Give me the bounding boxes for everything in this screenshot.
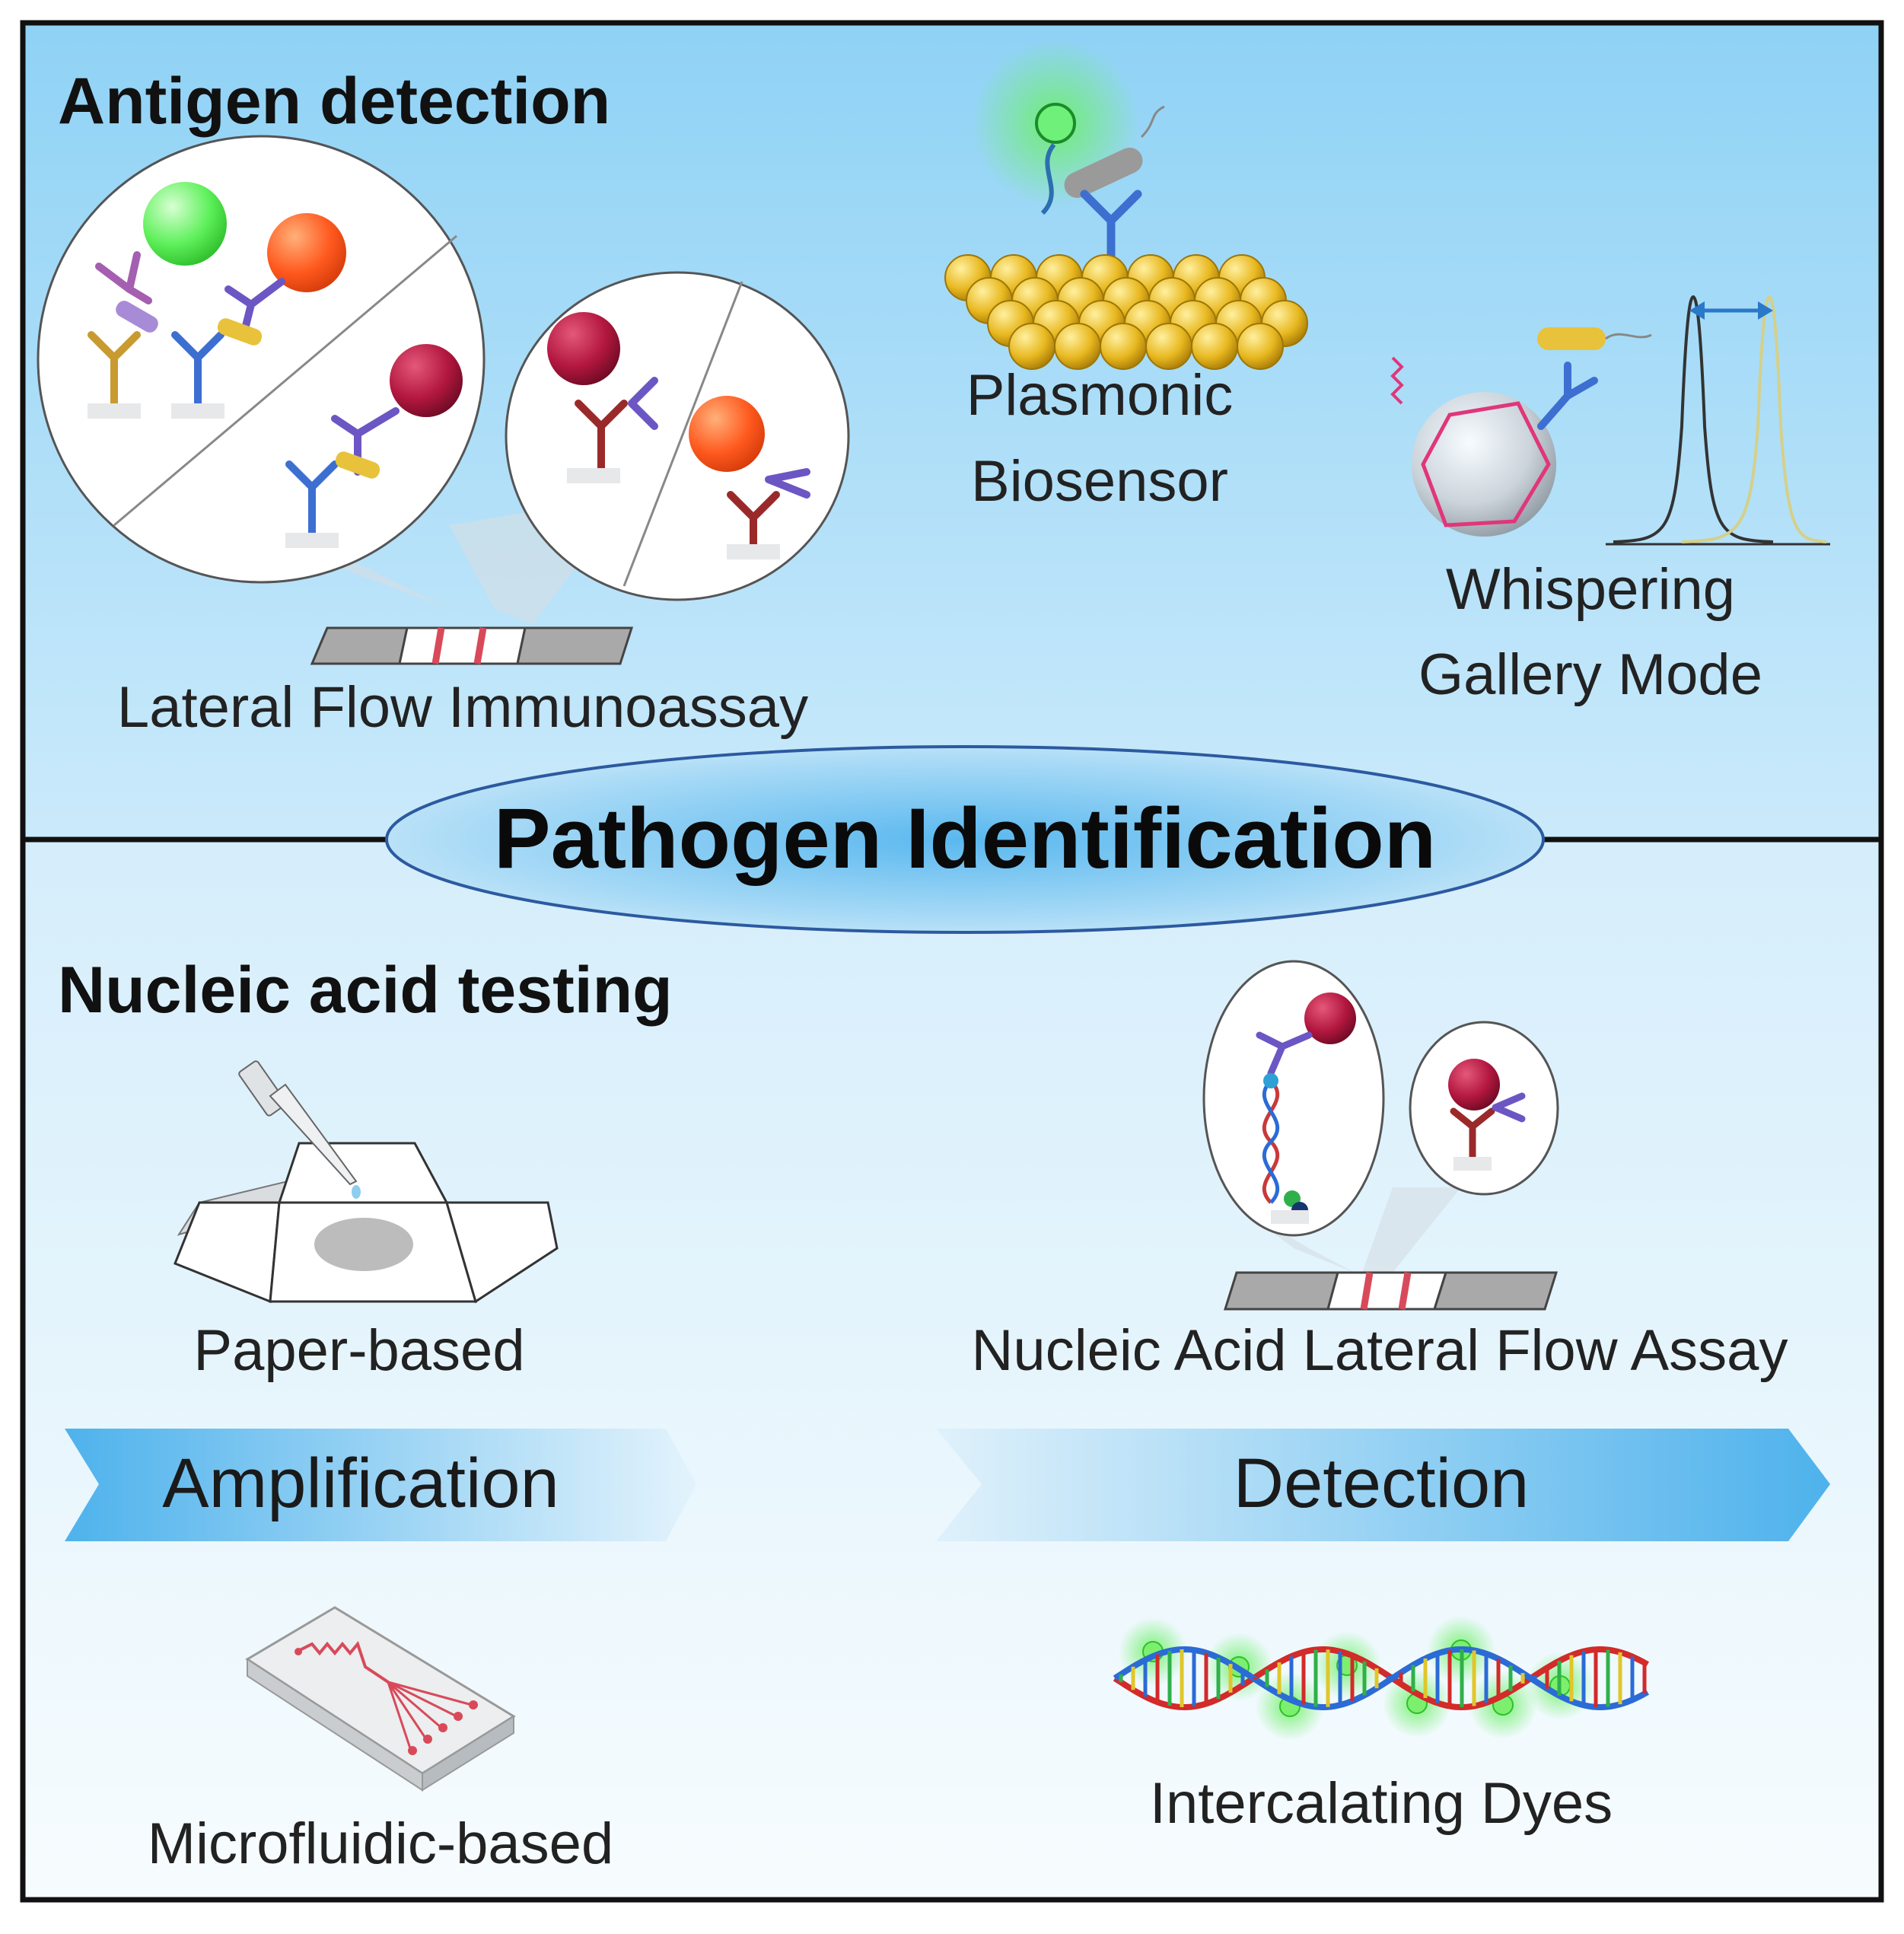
lfia-label: Lateral Flow Immunoassay bbox=[117, 675, 808, 740]
page-title: Pathogen Identification bbox=[494, 791, 1436, 886]
detection-label: Detection bbox=[1234, 1445, 1530, 1522]
nalfa-label: Nucleic Acid Lateral Flow Assay bbox=[972, 1318, 1788, 1383]
wgm-illustration bbox=[1390, 295, 1830, 546]
antigen-heading: Antigen detection bbox=[58, 65, 610, 138]
nucleic-heading: Nucleic acid testing bbox=[58, 954, 673, 1027]
plasmonic-label-line1: Plasmonic bbox=[966, 363, 1234, 428]
microfluidic-chip-illustration bbox=[245, 1606, 516, 1792]
amplification-arrow bbox=[65, 1429, 696, 1541]
plasmonic-label-line2: Biosensor bbox=[971, 449, 1228, 514]
title-ellipse bbox=[385, 745, 1545, 934]
plasmonic-illustration bbox=[944, 40, 1308, 370]
intercalating-dna-illustration bbox=[1113, 1616, 1649, 1741]
microfluidic-label: Microfluidic-based bbox=[148, 1811, 613, 1876]
lfia-illustration bbox=[37, 135, 850, 665]
intercalating-dyes-label: Intercalating Dyes bbox=[1150, 1771, 1613, 1836]
paper-based-label: Paper-based bbox=[193, 1318, 524, 1383]
wgm-label-line2: Gallery Mode bbox=[1418, 642, 1762, 707]
detection-arrow bbox=[936, 1429, 1830, 1541]
amplification-label: Amplification bbox=[162, 1445, 559, 1522]
outer-frame bbox=[20, 20, 1884, 1903]
nalfa-illustration bbox=[1202, 960, 1559, 1311]
paper-based-illustration bbox=[174, 1060, 559, 1304]
wgm-label-line1: Whispering bbox=[1446, 557, 1735, 622]
